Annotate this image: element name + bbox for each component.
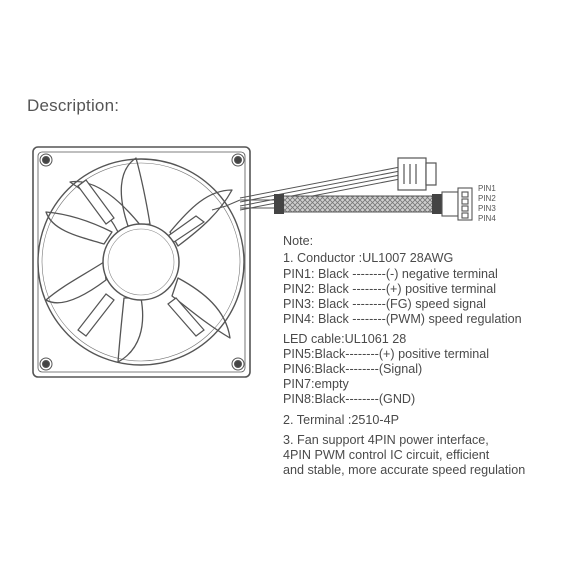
four-pin-connector: [441, 187, 473, 221]
pin1-label: PIN1: [478, 184, 496, 193]
note-pin6: PIN6:Black--------(Signal): [283, 362, 423, 376]
pin4-label: PIN4: [478, 214, 496, 223]
mounting-holes: [39, 153, 245, 371]
pin3-label: PIN3: [478, 204, 496, 213]
note-fan-support-1: 3. Fan support 4PIN power interface,: [283, 433, 489, 447]
note-pin2: PIN2: Black --------(+) positive termina…: [283, 282, 497, 296]
note-pin5: PIN5:Black--------(+) positive terminal: [283, 347, 490, 361]
note-heading: Note:: [283, 234, 314, 248]
page-title: Description:: [27, 96, 120, 115]
note-conductor: 1. Conductor :UL1007 28AWG: [283, 251, 454, 265]
note-pin8: PIN8:Black--------(GND): [283, 392, 416, 406]
note-pin4: PIN4: Black --------(PWM) speed regulati…: [283, 312, 522, 326]
note-fan-support-2: 4PIN PWM control IC circuit, efficient: [283, 448, 490, 462]
upper-connector: [397, 157, 437, 191]
note-fan-support-3: and stable, more accurate speed regulati…: [283, 463, 526, 477]
fan-hub: [102, 223, 180, 301]
note-led-cable: LED cable:UL1061 28: [283, 332, 407, 346]
note-pin1: PIN1: Black --------(-) negative termina…: [283, 267, 498, 281]
note-pin7: PIN7:empty: [283, 377, 349, 391]
fan-blades: [45, 157, 233, 363]
fan-cable: [211, 166, 401, 211]
note-pin3: PIN3: Black --------(FG) speed signal: [283, 297, 486, 311]
note-terminal: 2. Terminal :2510-4P: [283, 413, 399, 427]
fan-struts: [77, 179, 206, 337]
braided-sleeve: [275, 195, 437, 213]
pin2-label: PIN2: [478, 194, 496, 203]
fan-ring: [37, 158, 245, 366]
